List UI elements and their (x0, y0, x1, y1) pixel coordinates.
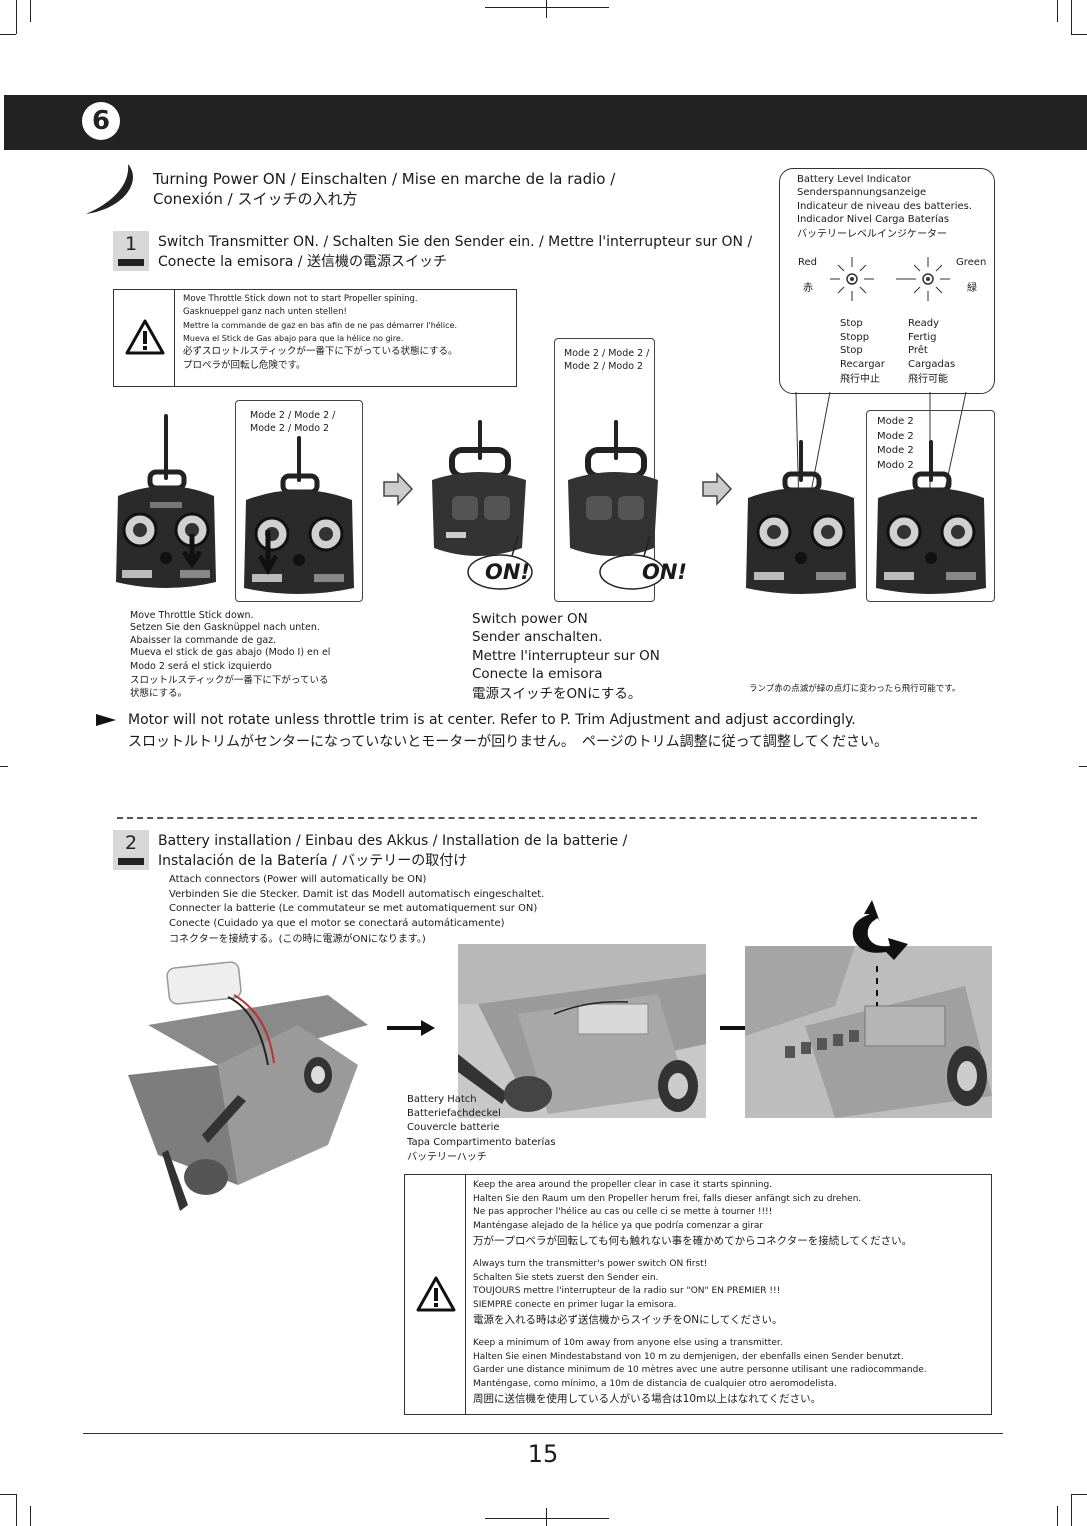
battery-warning-box (404, 1174, 992, 1415)
mode-label-a: Mode 2 / Mode 2 / Mode 2 / Modo 2 (250, 410, 336, 434)
section-banner: 6 (4, 95, 1087, 150)
section-title: Turning Power ON / Einschalten / Mise en… (153, 170, 616, 208)
mode2-frame-b: Mode 2 / Mode 2 / Mode 2 / Modo 2 (554, 338, 655, 602)
airplane-battery-hatch-photo (458, 944, 706, 1118)
transmitter-illustration (116, 414, 216, 588)
caption-ready-lamp: ランプ赤の点滅が緑の点灯に変わったら飛行可能です。 (749, 684, 961, 694)
step-1-badge: 1 (113, 231, 149, 271)
transmitter-switch-on-illustration (568, 420, 665, 590)
throttle-warning-box: Move Throttle Stick down not to start Pr… (113, 289, 517, 387)
stop-lines: Stop Stopp Stop Recargar 飛行中止 (840, 318, 885, 385)
warning-triangle-icon (416, 1276, 456, 1312)
caption-throttle-down: Move Throttle Stick down. Setzen Sie den… (130, 610, 331, 699)
battery-hatch-label: Battery Hatch Batteriefachdeckel Couverc… (407, 1094, 556, 1163)
throttle-warning-text: Move Throttle Stick down not to start Pr… (183, 294, 458, 371)
battery-level-indicator-callout: Battery Level Indicator Senderspannungsa… (779, 168, 995, 394)
green-label-jp: 緑 (967, 283, 977, 294)
transmitter-switch-on-illustration (432, 420, 533, 590)
red-label: Red (798, 257, 817, 268)
red-lamp-blinking-icon (830, 257, 874, 301)
right-arrow-icon (702, 472, 733, 506)
warning-distance: Keep a minimum of 10m away from anyone e… (473, 1338, 927, 1405)
caption-switch-on: Switch power ON Sender anschalten. Mettr… (472, 611, 660, 702)
connector-instructions: Attach connectors (Power will automatica… (169, 874, 545, 945)
green-label: Green (956, 257, 987, 268)
on-label-1: ON! (485, 560, 531, 584)
transmitter-mode2-illustration (876, 440, 986, 594)
step-2-title: Battery installation / Einbau des Akkus … (158, 833, 628, 869)
rotate-arrow-icon (852, 900, 908, 960)
mode-label-b: Mode 2 / Mode 2 / Mode 2 / Modo 2 (564, 348, 650, 372)
red-label-jp: 赤 (803, 283, 813, 294)
transmitter-illustration (746, 440, 856, 594)
crescent-icon (86, 164, 133, 214)
section-number: 6 (82, 102, 120, 140)
footer-rule (83, 1433, 1003, 1434)
page-number: 15 (527, 1440, 559, 1468)
transmitter-mode2-illustration (244, 436, 354, 594)
dashed-divider (117, 817, 977, 819)
green-lamp-blinking-icon (896, 257, 950, 301)
step-1-title: Switch Transmitter ON. / Schalten Sie de… (158, 234, 753, 270)
battery-indicator-title: Battery Level Indicator Senderspannungsa… (797, 174, 973, 240)
right-arrow-icon (387, 1020, 435, 1036)
airplane-battery-connect-photo (128, 955, 378, 1213)
throttle-trim-note: Motor will not rotate unless throttle tr… (128, 712, 889, 750)
pointer-triangle-icon (96, 714, 116, 726)
ready-lines: Ready Fertig Prêt Cargadas 飛行可能 (908, 318, 956, 385)
warning-transmitter-first: Always turn the transmitter's power swit… (473, 1259, 783, 1326)
warning-propeller: Keep the area around the propeller clear… (473, 1180, 913, 1247)
warning-triangle-icon (125, 319, 165, 355)
airplane-hatch-close-photo (745, 946, 992, 1118)
mode2-frame-a: Mode 2 / Mode 2 / Mode 2 / Modo 2 (235, 400, 363, 602)
on-label-2: ON! (642, 560, 688, 584)
right-arrow-icon (383, 472, 414, 506)
mode-label-c: Mode 2 Mode 2 Mode 2 Modo 2 (877, 416, 914, 471)
step-2-badge: 2 (113, 830, 149, 870)
mode2-frame-c: Mode 2 Mode 2 Mode 2 Modo 2 (866, 410, 995, 602)
